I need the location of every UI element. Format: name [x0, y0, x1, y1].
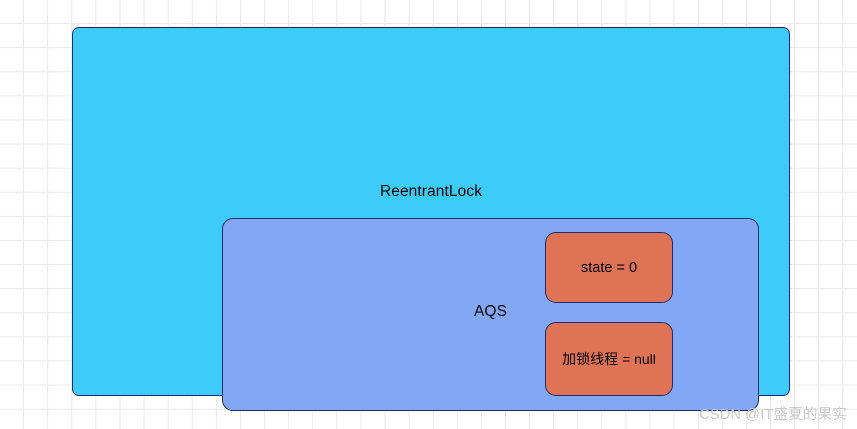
state-field-label: state = 0 [580, 259, 638, 276]
reentrantlock-label: ReentrantLock [379, 183, 483, 200]
reentrantlock-container[interactable]: ReentrantLock AQS state = 0 加锁线程 = null [72, 27, 790, 411]
aqs-label: AQS [473, 303, 508, 320]
locking-thread-field-box[interactable]: 加锁线程 = null [545, 322, 673, 396]
aqs-container[interactable]: AQS [222, 218, 759, 411]
state-field-box[interactable]: state = 0 [545, 232, 673, 303]
locking-thread-field-label: 加锁线程 = null [562, 351, 656, 367]
